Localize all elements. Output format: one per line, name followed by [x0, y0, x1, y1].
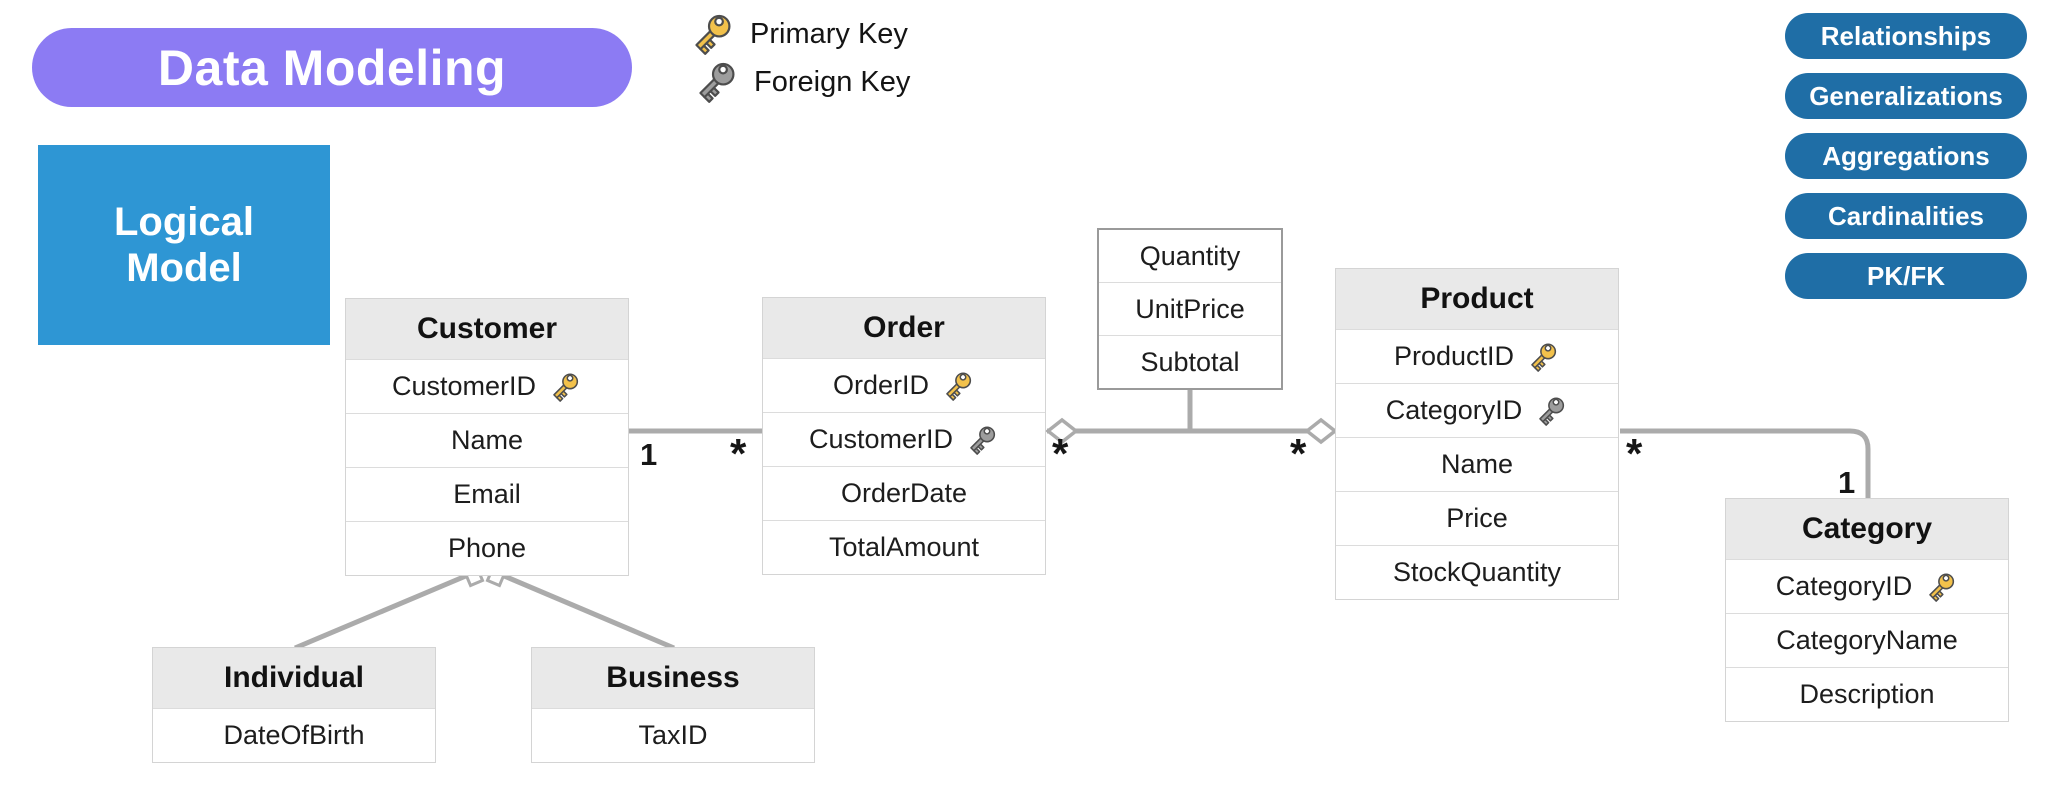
- entity-individual-title: Individual: [153, 648, 435, 708]
- table-row: Description: [1726, 667, 2008, 721]
- entity-order-title: Order: [763, 298, 1045, 358]
- attribute-label: CustomerID: [808, 424, 954, 454]
- entity-category-title: Category: [1726, 499, 2008, 559]
- entity-order: Order OrderID CustomerID OrderDate Total…: [762, 297, 1046, 575]
- table-row: Phone: [346, 521, 628, 575]
- aggregation-diamond-product: [1304, 417, 1338, 445]
- legend-primary-key: Primary Key: [688, 10, 908, 58]
- attribute-label: StockQuantity: [1392, 557, 1562, 587]
- attribute-label: TotalAmount: [828, 532, 980, 562]
- cardinality-order-agg: *: [1052, 430, 1069, 477]
- table-row: CategoryName: [1726, 613, 2008, 667]
- entity-business-title: Business: [532, 648, 814, 708]
- cardinality-customer-side: 1: [640, 437, 658, 472]
- entity-individual: Individual DateOfBirth: [152, 647, 436, 763]
- table-row: CustomerID: [346, 359, 628, 413]
- association-box: Quantity UnitPrice Subtotal: [1097, 228, 1283, 390]
- primary-key-icon: [549, 369, 582, 402]
- attribute-label: Quantity: [1139, 240, 1241, 271]
- foreign-key-icon: [1535, 393, 1568, 426]
- logical-model-line2: Model: [126, 246, 242, 290]
- table-row: Email: [346, 467, 628, 521]
- cardinality-product-agg: *: [1290, 430, 1307, 477]
- table-row: Name: [346, 413, 628, 467]
- attribute-label: OrderID: [832, 370, 930, 400]
- table-row: TaxID: [532, 708, 814, 762]
- table-row: DateOfBirth: [153, 708, 435, 762]
- attribute-label: ProductID: [1393, 341, 1515, 371]
- entity-category: Category CategoryID CategoryName Descrip…: [1725, 498, 2009, 722]
- attribute-label: CustomerID: [391, 371, 537, 401]
- attribute-label: Name: [1440, 449, 1514, 479]
- page-title: Data Modeling: [32, 28, 632, 107]
- attribute-label: TaxID: [638, 720, 708, 750]
- legend-foreign-key-label: Foreign Key: [754, 65, 911, 98]
- attribute-label: CategoryID: [1385, 395, 1523, 425]
- table-row: Price: [1336, 491, 1618, 545]
- table-row: Subtotal: [1099, 335, 1281, 388]
- logical-model-box: Logical Model: [38, 145, 330, 345]
- entity-customer-title: Customer: [346, 299, 628, 359]
- attribute-label: Name: [450, 425, 524, 455]
- attribute-label: Phone: [447, 533, 527, 563]
- entity-product-title: Product: [1336, 269, 1618, 329]
- cardinality-order-side: *: [730, 430, 747, 477]
- table-row: ProductID: [1336, 329, 1618, 383]
- badge-relationships: Relationships: [1785, 13, 2027, 59]
- legend-foreign-key: Foreign Key: [692, 58, 910, 106]
- primary-key-icon: [1527, 339, 1560, 372]
- table-row: CustomerID: [763, 412, 1045, 466]
- attribute-label: Price: [1446, 503, 1508, 533]
- table-row: CategoryID: [1726, 559, 2008, 613]
- table-row: Name: [1336, 437, 1618, 491]
- logical-model-line1: Logical: [113, 200, 255, 244]
- badge-cardinalities: Cardinalities: [1785, 193, 2027, 239]
- table-row: OrderDate: [763, 466, 1045, 520]
- table-row: Quantity: [1099, 230, 1281, 282]
- table-row: OrderID: [763, 358, 1045, 412]
- cardinality-product-side: *: [1626, 430, 1643, 477]
- legend-primary-key-label: Primary Key: [750, 17, 908, 50]
- attribute-label: CategoryID: [1775, 571, 1913, 601]
- entity-business: Business TaxID: [531, 647, 815, 763]
- table-row: CategoryID: [1336, 383, 1618, 437]
- primary-key-icon: [690, 10, 735, 56]
- attribute-label: CategoryName: [1776, 625, 1958, 655]
- attribute-label: UnitPrice: [1135, 293, 1245, 324]
- badge-generalizations: Generalizations: [1785, 73, 2027, 119]
- entity-customer: Customer CustomerID Name Email Phone: [345, 298, 629, 576]
- badge-pkfk: PK/FK: [1785, 253, 2027, 299]
- badge-aggregations: Aggregations: [1785, 133, 2027, 179]
- attribute-label: Email: [453, 479, 521, 509]
- table-row: StockQuantity: [1336, 545, 1618, 599]
- attribute-label: OrderDate: [840, 478, 968, 508]
- attribute-label: DateOfBirth: [223, 720, 365, 750]
- primary-key-icon: [1925, 569, 1958, 602]
- foreign-key-icon: [694, 58, 739, 104]
- cardinality-category-side: 1: [1838, 465, 1856, 500]
- table-row: UnitPrice: [1099, 282, 1281, 335]
- table-row: TotalAmount: [763, 520, 1045, 574]
- primary-key-icon: [942, 368, 975, 401]
- attribute-label: Subtotal: [1140, 346, 1240, 377]
- foreign-key-icon: [966, 422, 999, 455]
- attribute-label: Description: [1799, 679, 1935, 709]
- entity-product: Product ProductID CategoryID Name Price …: [1335, 268, 1619, 600]
